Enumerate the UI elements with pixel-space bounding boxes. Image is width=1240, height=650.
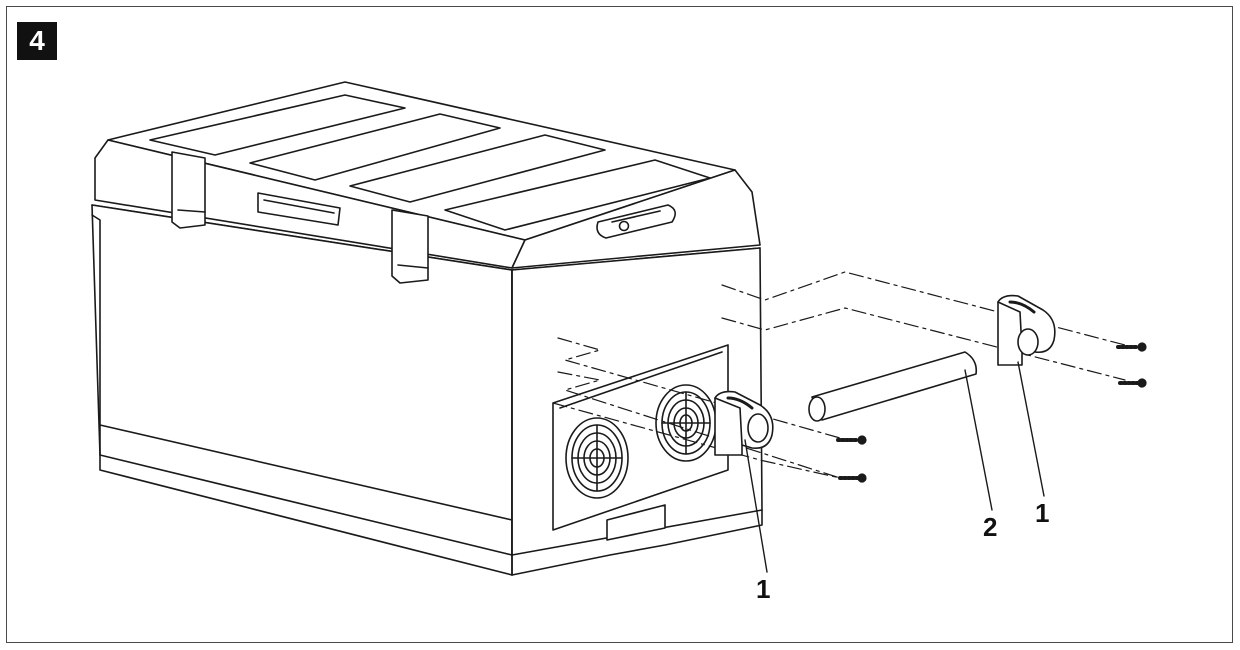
control-knob [618, 220, 630, 232]
lid-panel-2 [249, 113, 501, 181]
latch-right [391, 209, 429, 284]
control-panel [596, 204, 676, 239]
rod [808, 351, 978, 422]
callout-bracket-left: 1 [756, 574, 771, 604]
latch-left [171, 151, 206, 229]
figure-frame [6, 6, 1233, 643]
lid-panel-4 [444, 159, 711, 231]
screw-left-upper [836, 435, 867, 445]
screw-right-upper [1116, 342, 1147, 352]
screw-left-lower [838, 473, 867, 483]
leader-right-1 [1017, 361, 1045, 497]
bracket-left [714, 390, 774, 456]
leader-lines [744, 361, 1045, 573]
fan-left [565, 417, 629, 499]
screws [836, 342, 1147, 483]
cooler-box [91, 81, 763, 576]
bracket-right [997, 294, 1056, 366]
callout-rod: 2 [983, 512, 998, 542]
screw-right-lower [1118, 378, 1147, 388]
callout-bracket-right: 1 [1035, 498, 1050, 528]
assembly-guide-lines [552, 271, 1126, 479]
leader-rod-2 [964, 369, 993, 511]
front-handle [257, 192, 341, 226]
leader-left-1 [744, 439, 768, 573]
fan-right [655, 384, 717, 462]
figure-number-badge: 4 [17, 22, 57, 60]
lid-panel-1 [149, 94, 406, 156]
lid-panel-3 [349, 134, 606, 203]
foot-recess [606, 504, 666, 541]
